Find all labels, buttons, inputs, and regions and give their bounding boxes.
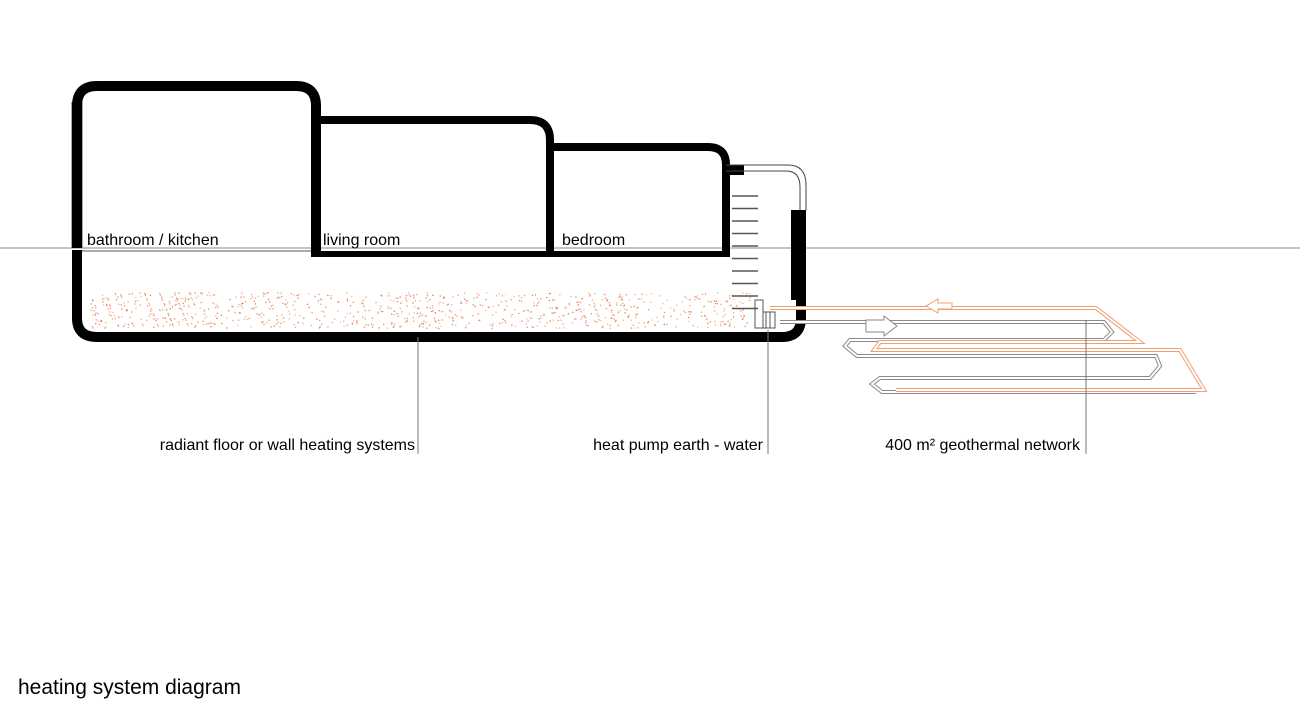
return-flow-arrow	[865, 314, 898, 338]
room-label-living-room: living room	[323, 232, 400, 249]
living-room-volume	[316, 116, 554, 254]
callout-radiant-heating: radiant floor or wall heating systems	[160, 437, 415, 454]
room-label-bedroom: bedroom	[562, 232, 625, 249]
room-label-bathroom-kitchen: bathroom / kitchen	[87, 232, 219, 249]
radiant-heating-dots	[90, 292, 751, 330]
basement-shell	[72, 210, 806, 342]
technical-room-outline	[726, 164, 807, 210]
heat-pump-unit	[754, 299, 776, 329]
building-section	[72, 81, 807, 342]
callout-geothermal-network: 400 m² geothermal network	[885, 437, 1081, 454]
wall-heating-pipes	[732, 195, 801, 310]
supply-flow-arrow	[925, 298, 953, 314]
diagram-title: heating system diagram	[18, 676, 241, 699]
bathroom-kitchen-volume	[72, 81, 321, 254]
callout-heat-pump: heat pump earth - water	[593, 437, 764, 454]
geothermal-network	[770, 298, 1208, 394]
